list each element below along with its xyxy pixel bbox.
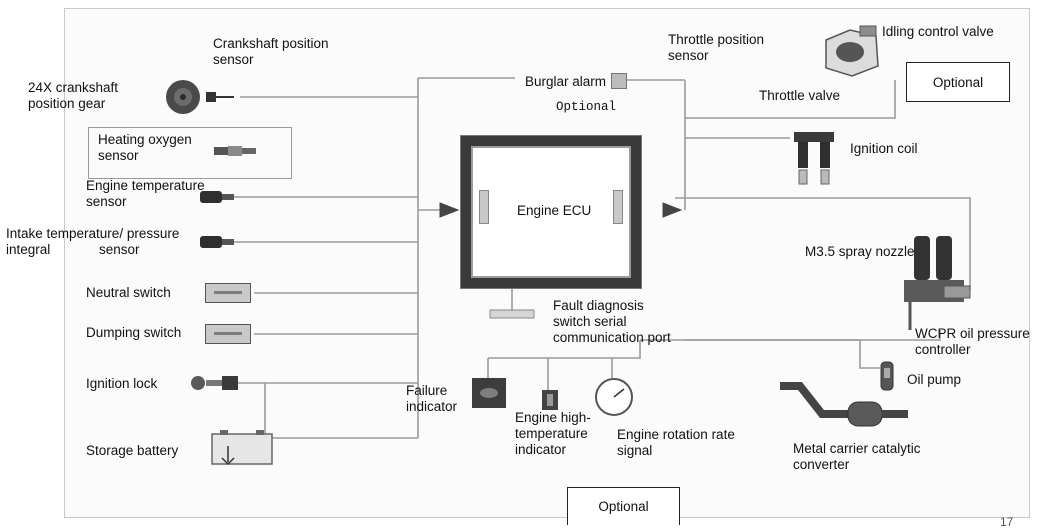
crankshaft-gear-icon	[166, 80, 200, 114]
catalytic-converter-label: Metal carrier catalytic converter	[793, 441, 921, 472]
corner-mark: 17	[1000, 515, 1014, 529]
high-temp-indicator-label: Engine high- temperature indicator	[515, 410, 591, 457]
tachometer-icon	[595, 378, 633, 416]
crankshaft-gear-label: 24X crankshaft position gear	[28, 80, 119, 111]
failure-indicator-label: Failure indicator	[406, 383, 458, 414]
idling-valve-label: Idling control valve	[882, 24, 994, 39]
burglar-optional-label: Optional	[556, 100, 617, 114]
intake-temp-label: Intake temperature/ pressure integral	[6, 226, 180, 257]
spray-nozzle-label: M3.5 spray nozzle	[805, 244, 915, 259]
neutral-switch-icon	[205, 283, 251, 303]
engine-temp-label: Engine temperature sensor	[86, 178, 205, 209]
ignition-coil-label: Ignition coil	[850, 141, 918, 156]
throttle-body-icon	[825, 25, 879, 77]
spray-nozzle-icon	[904, 236, 971, 330]
oxygen-sensor-icon	[214, 146, 256, 156]
ignition-lock-label: Ignition lock	[86, 376, 158, 391]
failure-indicator-icon	[472, 378, 506, 408]
oil-pump-icon	[880, 361, 894, 391]
ignition-coil-icon	[794, 132, 834, 185]
throttle-position-label: Throttle position sensor	[668, 32, 765, 63]
oxygen-sensor-label: Heating oxygen sensor	[98, 132, 192, 163]
optional-box-top: Optional	[906, 62, 1010, 102]
ecu-connector-right	[613, 190, 623, 224]
ignition-lock-icon	[191, 376, 238, 390]
optional-box-bottom: Optional	[567, 487, 680, 525]
intake-sensor-label: sensor	[99, 242, 140, 257]
dumping-switch-label: Dumping switch	[86, 325, 182, 340]
diagnosis-port-icon	[489, 309, 535, 319]
wcpr-label: WCPR oil pressure controller	[915, 326, 1030, 357]
neutral-switch-label: Neutral switch	[86, 285, 171, 300]
engine-ecu-label: Engine ECU	[517, 203, 592, 218]
output-arrow	[662, 202, 683, 218]
fault-diagnosis-label: Fault diagnosis switch serial communicat…	[553, 298, 671, 345]
input-arrow	[439, 202, 460, 218]
rotation-signal-label: Engine rotation rate signal	[617, 427, 735, 458]
engine-temp-sensor-icon	[200, 191, 234, 203]
crankshaft-sensor-icon	[206, 92, 234, 102]
throttle-valve-label: Throttle valve	[759, 88, 841, 103]
oil-pump-label: Oil pump	[907, 372, 962, 387]
ecu-connector-left	[479, 190, 489, 224]
burglar-alarm-icon	[611, 73, 627, 89]
intake-sensor-icon	[200, 236, 234, 248]
catalytic-converter-icon	[780, 382, 908, 427]
crankshaft-sensor-label: Crankshaft position sensor	[213, 36, 329, 67]
storage-battery-label: Storage battery	[86, 443, 179, 458]
burglar-alarm-label: Burglar alarm	[525, 74, 607, 89]
dumping-switch-icon	[205, 324, 251, 344]
battery-icon	[211, 430, 273, 466]
engine-ecu	[461, 136, 641, 288]
high-temp-indicator-icon	[542, 390, 558, 410]
oxygen-sensor-group	[88, 127, 292, 179]
